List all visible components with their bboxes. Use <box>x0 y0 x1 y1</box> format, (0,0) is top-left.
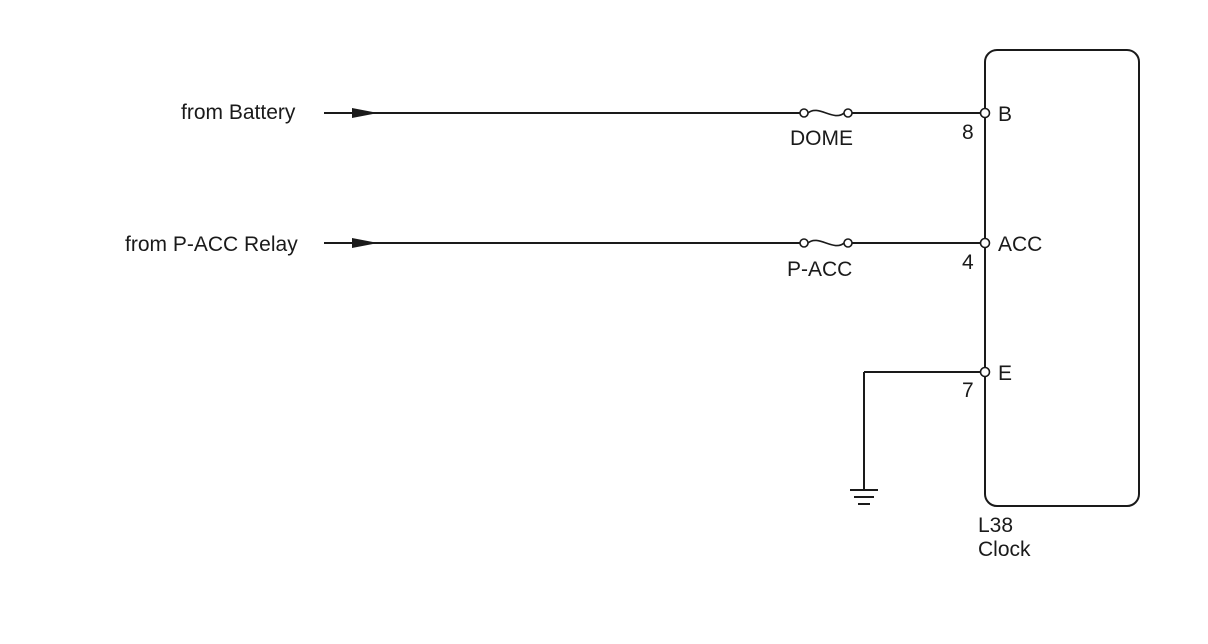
battery-arrow <box>352 108 378 118</box>
pacc-fuse-terminal-left <box>799 238 809 248</box>
dome-fuse-terminal-left <box>799 108 809 118</box>
pacc-fuse-element <box>807 239 845 247</box>
terminal-b-pin: 8 <box>962 121 974 144</box>
terminal-e-pin: 7 <box>962 379 974 402</box>
terminal-e-label: E <box>998 362 1013 385</box>
clock-component-box <box>984 49 1140 507</box>
pacc-fuse-label: P-ACC <box>787 258 853 281</box>
pacc-relay-source-label: from P-ACC Relay <box>125 233 298 256</box>
terminal-acc-pin: 4 <box>962 251 974 274</box>
terminal-b-label: B <box>998 103 1013 126</box>
component-code-label: L38 <box>978 514 1014 537</box>
terminal-acc-label: ACC <box>998 233 1043 256</box>
dome-fuse-terminal-right <box>843 108 853 118</box>
terminal-e-connector <box>979 366 991 378</box>
terminal-acc-connector <box>979 237 991 249</box>
dome-fuse-label: DOME <box>790 127 853 150</box>
dome-fuse-element <box>807 109 845 117</box>
battery-source-label: from Battery <box>181 101 296 124</box>
terminal-b-connector <box>979 107 991 119</box>
component-name-label: Clock <box>978 538 1031 561</box>
pacc-arrow <box>352 238 378 248</box>
pacc-fuse-terminal-right <box>843 238 853 248</box>
